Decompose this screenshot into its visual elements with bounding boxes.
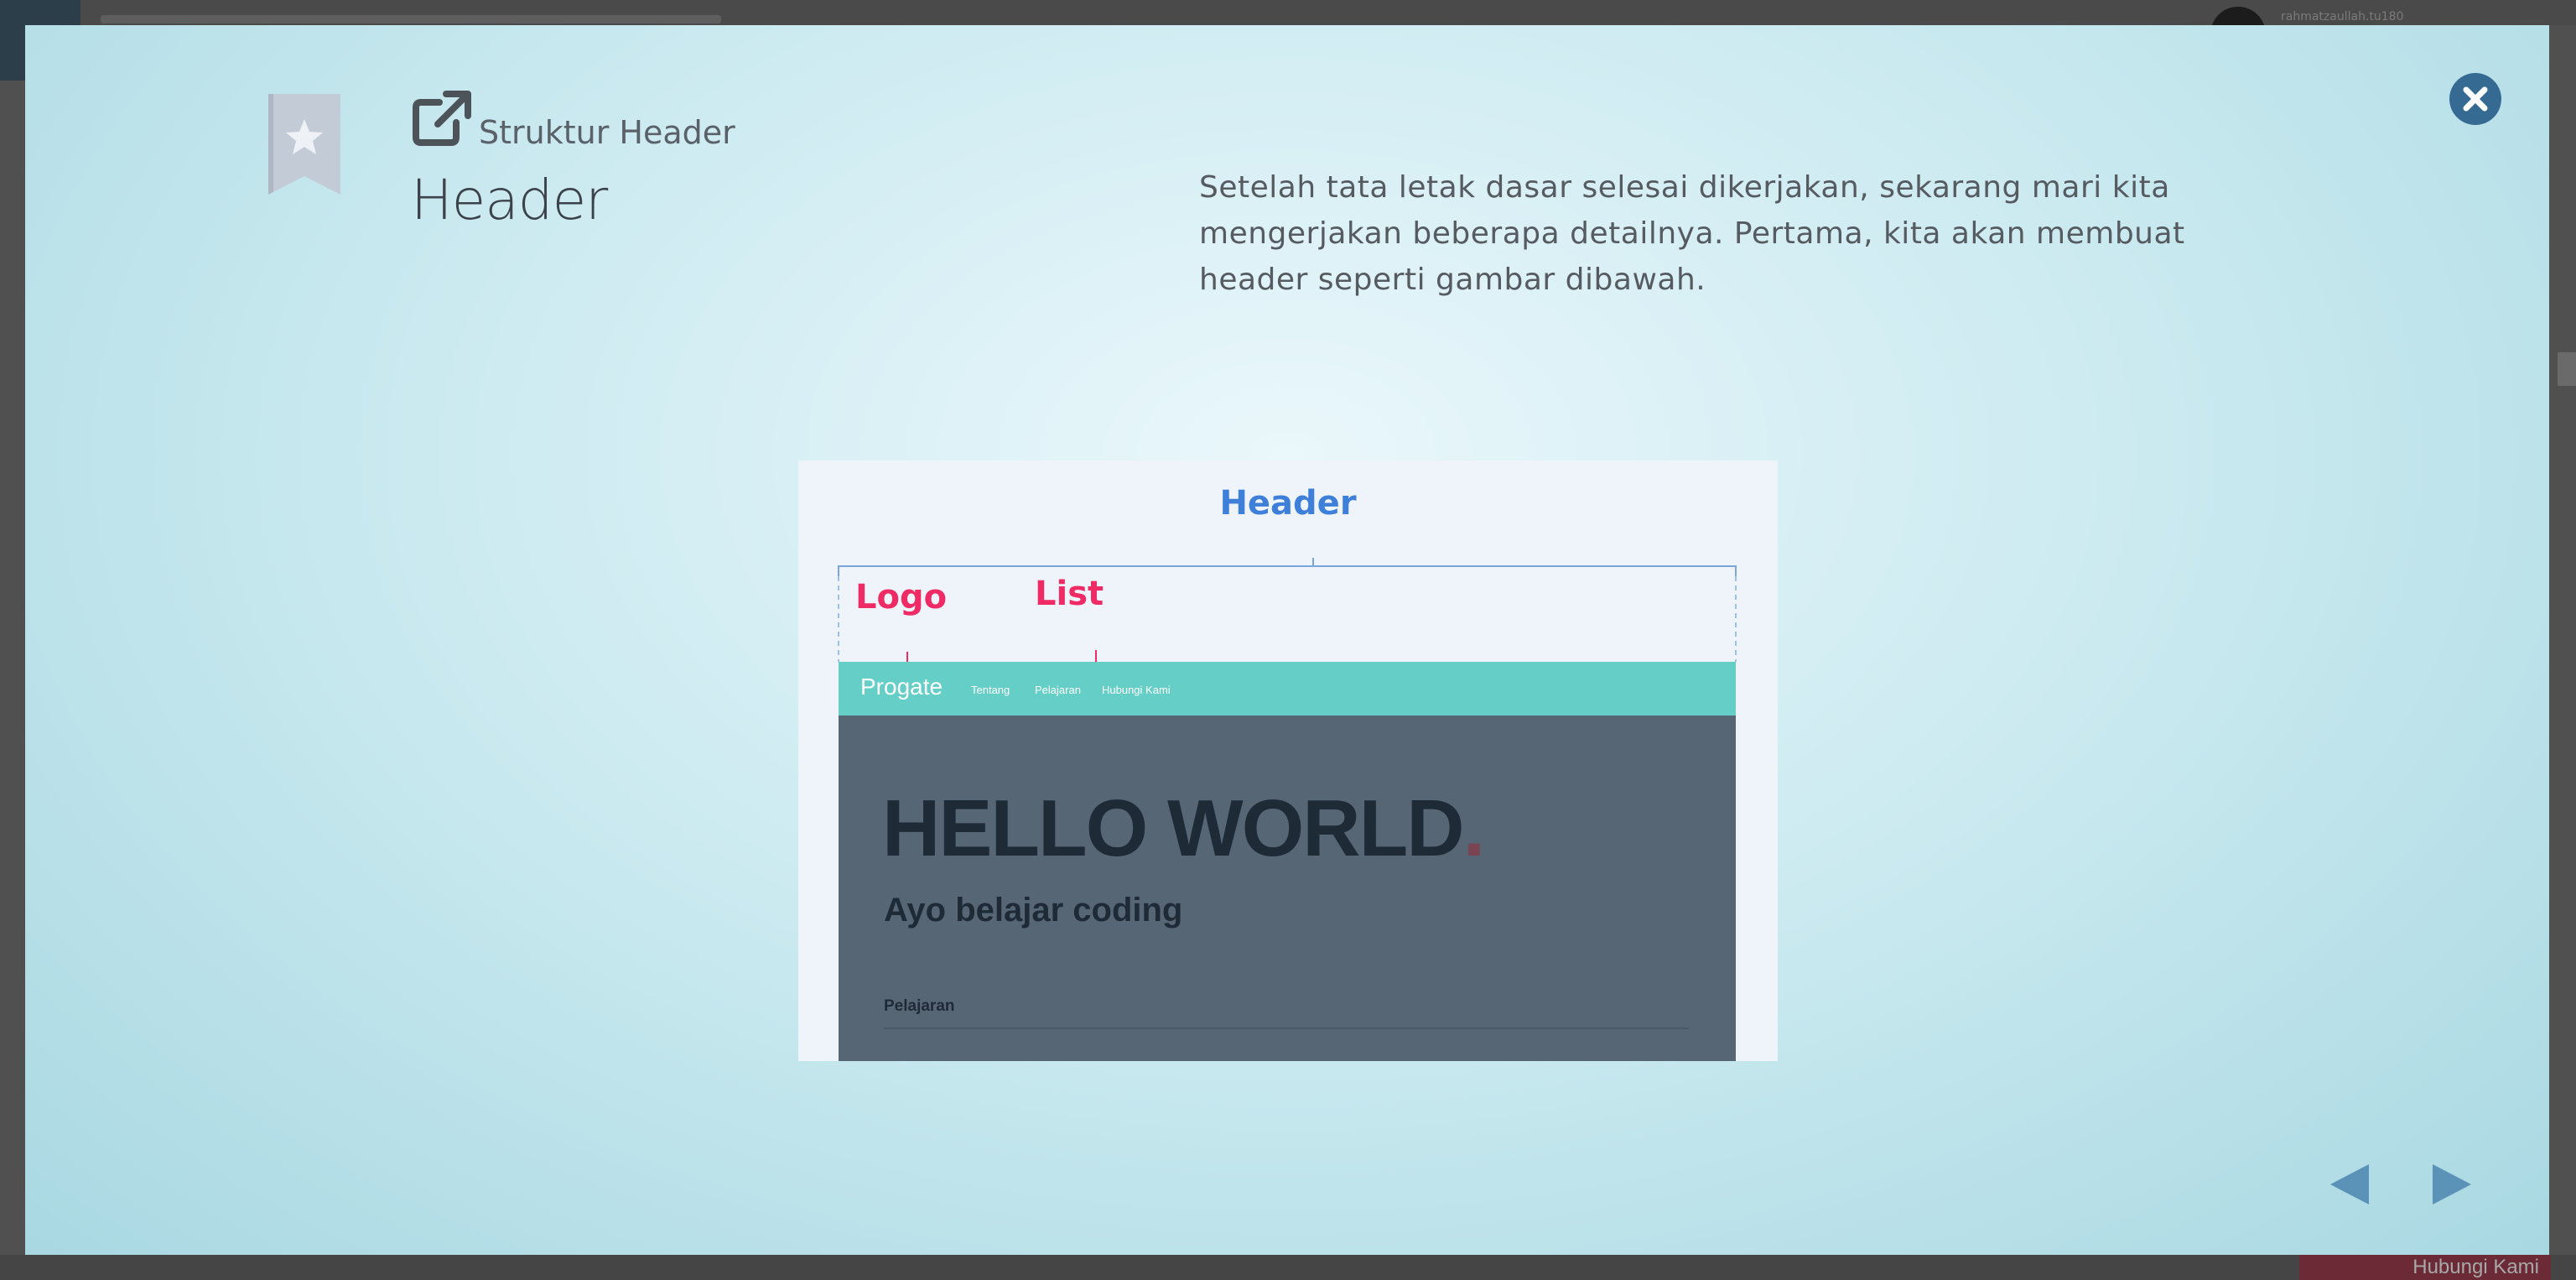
background-scrollbar	[2558, 352, 2576, 386]
header-bracket	[838, 558, 1737, 670]
close-icon	[2463, 86, 2488, 112]
slide-modal: Struktur Header Header Setelah tata leta…	[25, 25, 2549, 1255]
header-structure-illustration: Header Logo List Progate Tentang Pelajar…	[798, 460, 1778, 1061]
mock-section-label: Pelajaran	[884, 997, 955, 1015]
mock-headline-text: HELLO WORLD	[882, 783, 1465, 873]
mock-headline: HELLO WORLD.	[882, 783, 1486, 875]
mock-nav-link: Pelajaran	[1035, 684, 1081, 696]
slide-title: Header	[411, 168, 608, 232]
background-search-bar	[101, 15, 721, 23]
mock-hero-section: HELLO WORLD. Ayo belajar coding Pelajara…	[839, 715, 1736, 1061]
mock-headline-dot: .	[1462, 783, 1486, 873]
mock-divider	[884, 1028, 1689, 1029]
mock-header-bar: Progate Tentang Pelajaran Hubungi Kami	[839, 662, 1736, 715]
close-button[interactable]	[2449, 73, 2501, 125]
mock-subheadline: Ayo belajar coding	[884, 892, 1183, 929]
annotation-list-label: List	[1035, 575, 1104, 613]
contact-button: Hubungi Kami	[2299, 1255, 2551, 1280]
mock-brand-logo: Progate	[860, 674, 943, 700]
slide-description: Setelah tata letak dasar selesai dikerja…	[1199, 170, 2185, 297]
triangle-right-icon[interactable]	[2431, 1163, 2473, 1206]
annotation-logo-label: Logo	[855, 578, 948, 617]
slide-subtitle: Struktur Header	[479, 114, 735, 151]
external-link-icon[interactable]	[411, 91, 471, 148]
background-bottom-bar	[0, 1255, 2576, 1280]
bookmark-star-icon[interactable]	[268, 94, 340, 195]
background-username: rahmatzaullah.tu180	[2281, 10, 2404, 23]
triangle-left-icon[interactable]	[2329, 1163, 2371, 1206]
mock-nav-link: Hubungi Kami	[1102, 684, 1171, 696]
annotation-header-label: Header	[1219, 484, 1357, 523]
mock-nav-link: Tentang	[971, 684, 1010, 696]
